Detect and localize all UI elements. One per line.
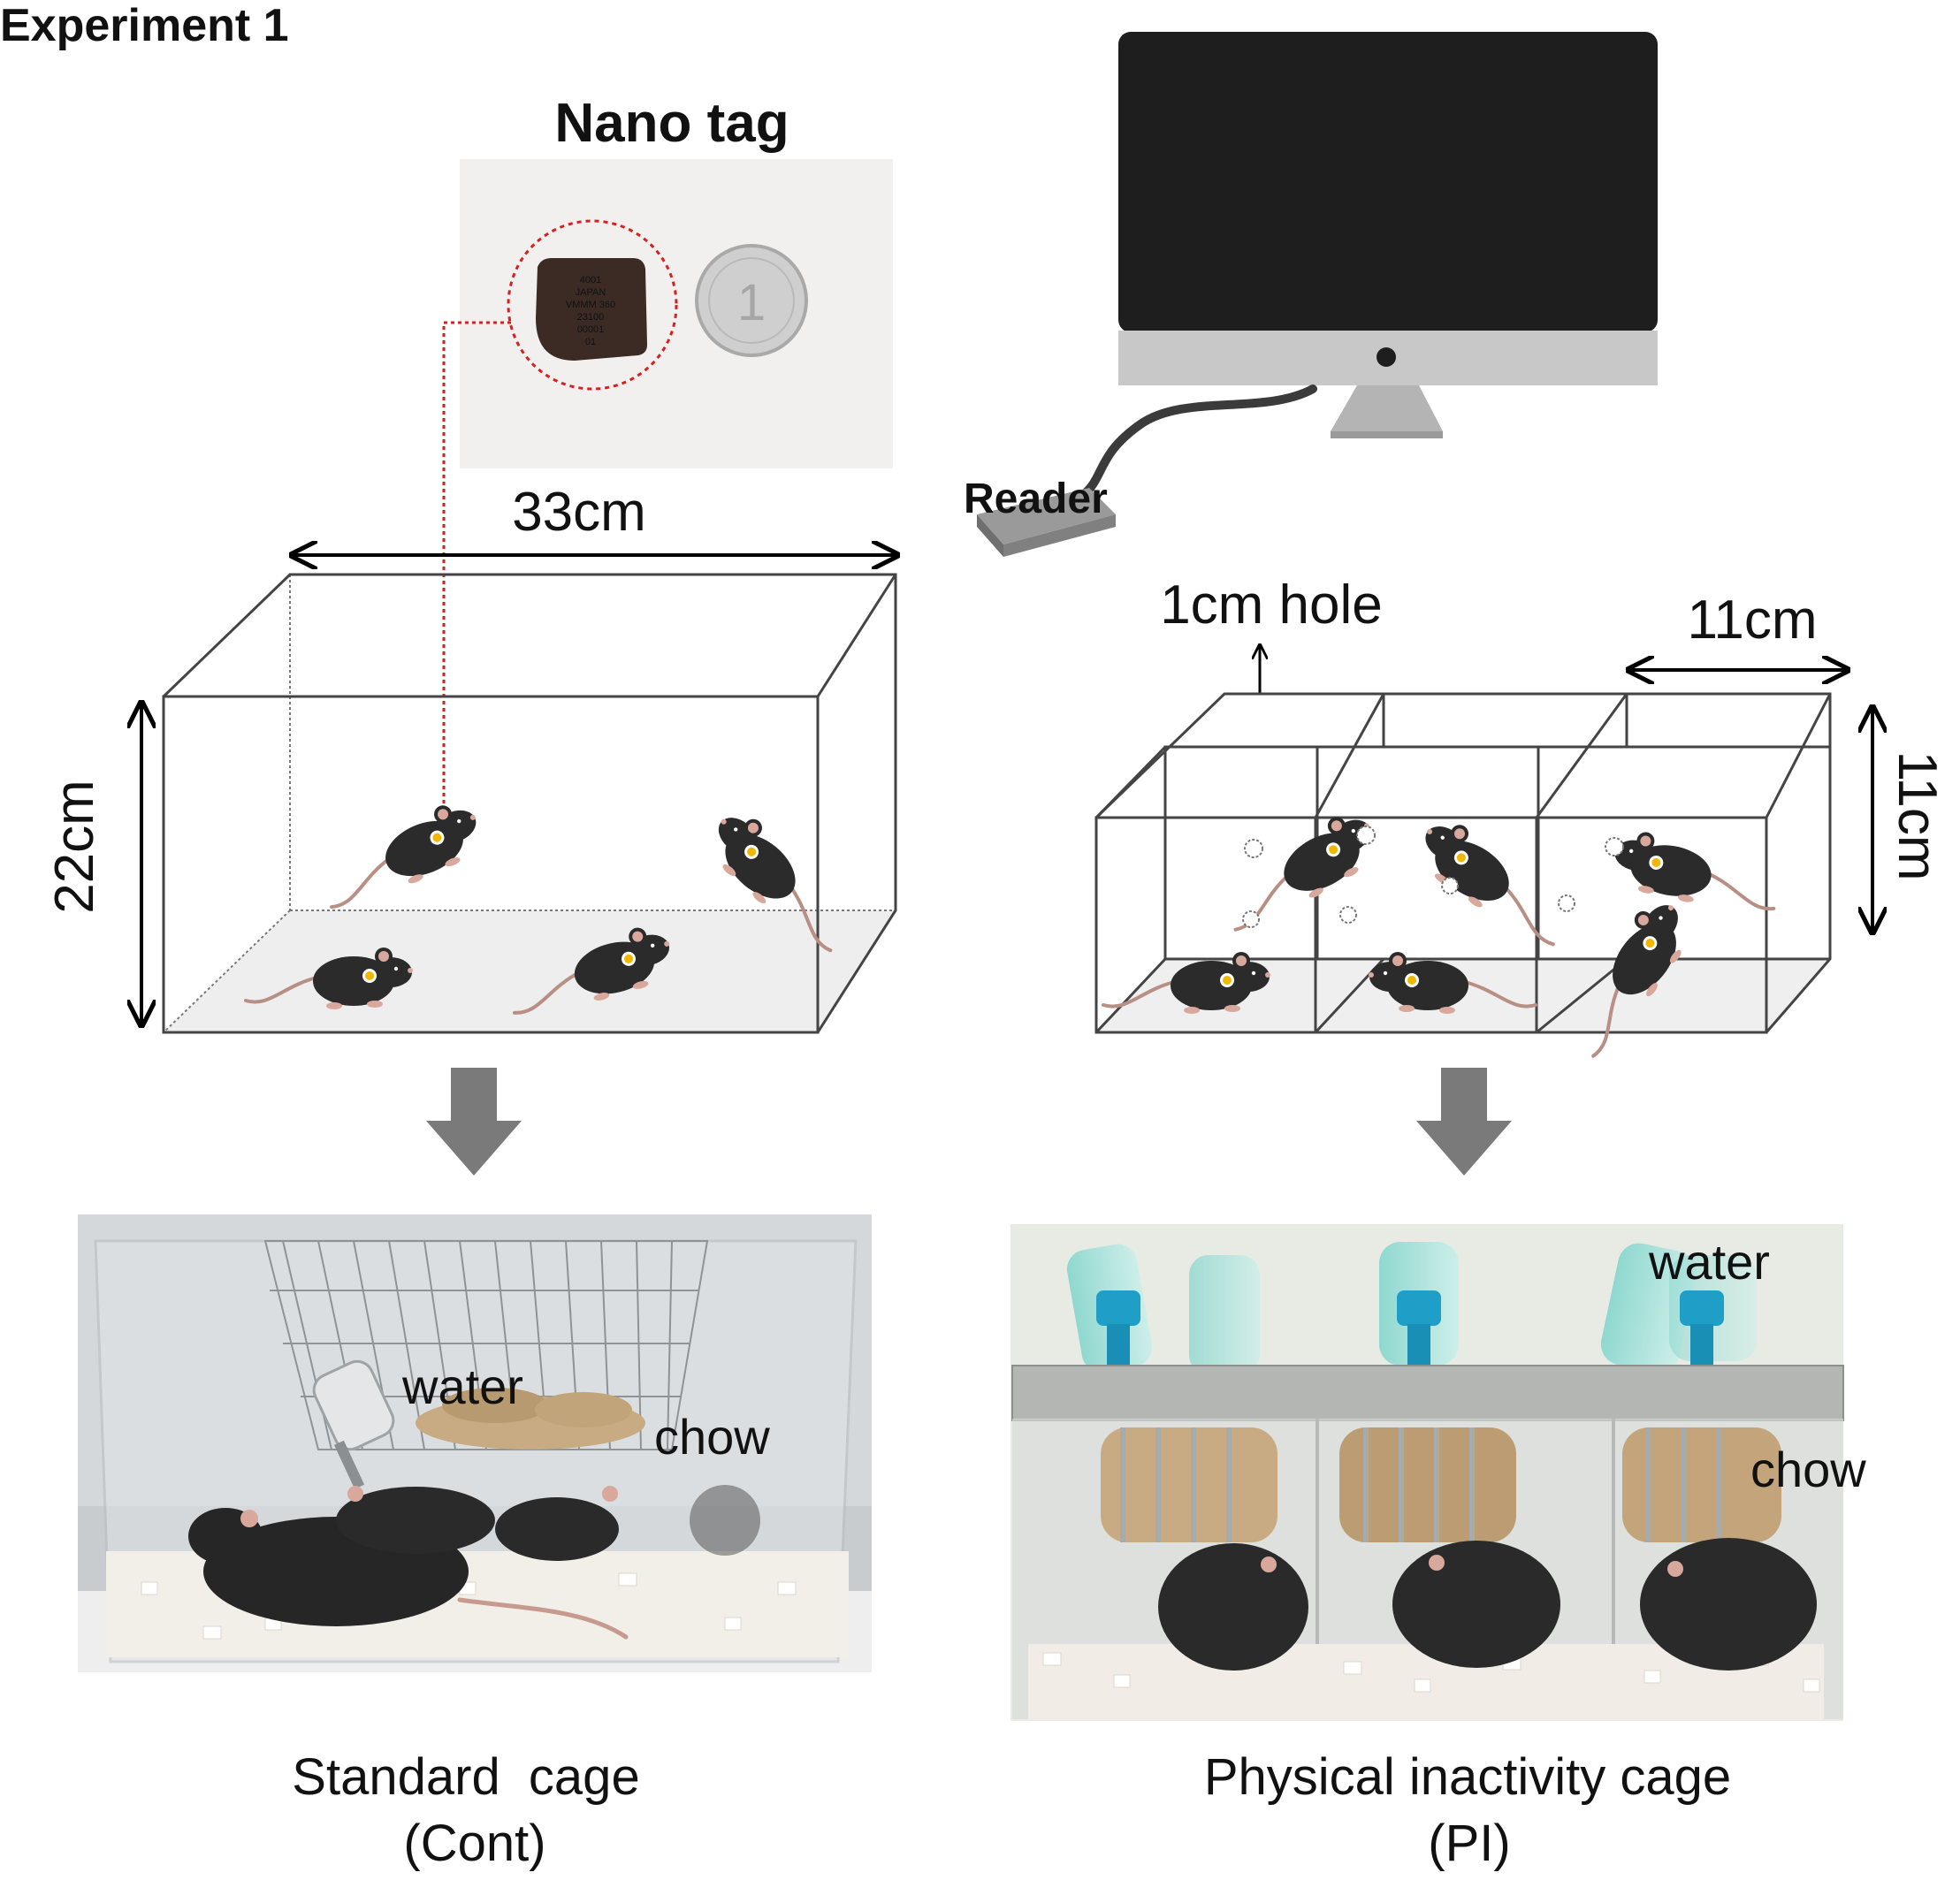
coin [695, 244, 808, 357]
svg-text:4001: 4001 [580, 275, 601, 285]
monitor [1118, 32, 1658, 438]
standard-cage-diagram: 33cm 22cm [44, 482, 897, 1034]
monitor-screen [1118, 32, 1658, 332]
hole-label: 1cm hole [1160, 575, 1383, 636]
tag-highlight-circle [507, 219, 678, 391]
down-arrow-pi [1416, 1068, 1512, 1176]
standard-water-label: water [401, 1359, 523, 1414]
pi-caption-line1: Physical inactivity cage [1204, 1748, 1731, 1806]
reader-cable [1079, 384, 1317, 499]
monitor-stand [1331, 385, 1443, 431]
nano-tag-device [536, 258, 647, 361]
pi-width-label: 11cm [1687, 590, 1817, 651]
pi-height-label: 11cm [1887, 750, 1948, 880]
power-icon [1377, 347, 1396, 367]
down-arrow-standard [426, 1068, 522, 1176]
standard-height-label: 22cm [44, 780, 105, 914]
pi-cage-photo: water chow [1011, 1224, 1866, 1721]
tag-link-line [442, 321, 511, 815]
svg-text:23100: 23100 [577, 312, 605, 323]
standard-caption-line1: Standard cage [292, 1748, 639, 1806]
standard-caption-line2: (Cont) [403, 1815, 545, 1872]
pi-caption-line2: (PI) [1428, 1815, 1510, 1872]
pi-water-label: water [1648, 1234, 1770, 1290]
pi-cage-diagram: 1cm hole 11cm 11cm [1094, 575, 1948, 1063]
standard-width-label: 33cm [512, 482, 646, 543]
pi-chow-label: chow [1750, 1442, 1866, 1497]
svg-text:JAPAN: JAPAN [576, 287, 606, 298]
standard-chow-label: chow [654, 1409, 770, 1465]
nano-tag-label: Nano tag [554, 93, 789, 154]
svg-text:VMMM 360: VMMM 360 [566, 300, 615, 310]
nano-tag-photo: Nano tag 4001 JAPAN VMMM 360 23100 00001… [460, 93, 893, 468]
svg-text:1: 1 [737, 274, 766, 331]
svg-text:01: 01 [585, 337, 596, 347]
reader-device: Reader [964, 476, 1116, 557]
standard-cage-photo: water chow [78, 1214, 872, 1672]
reader-label: Reader [964, 476, 1108, 522]
figure-title: Experiment 1 [0, 0, 289, 51]
svg-text:00001: 00001 [577, 324, 605, 335]
